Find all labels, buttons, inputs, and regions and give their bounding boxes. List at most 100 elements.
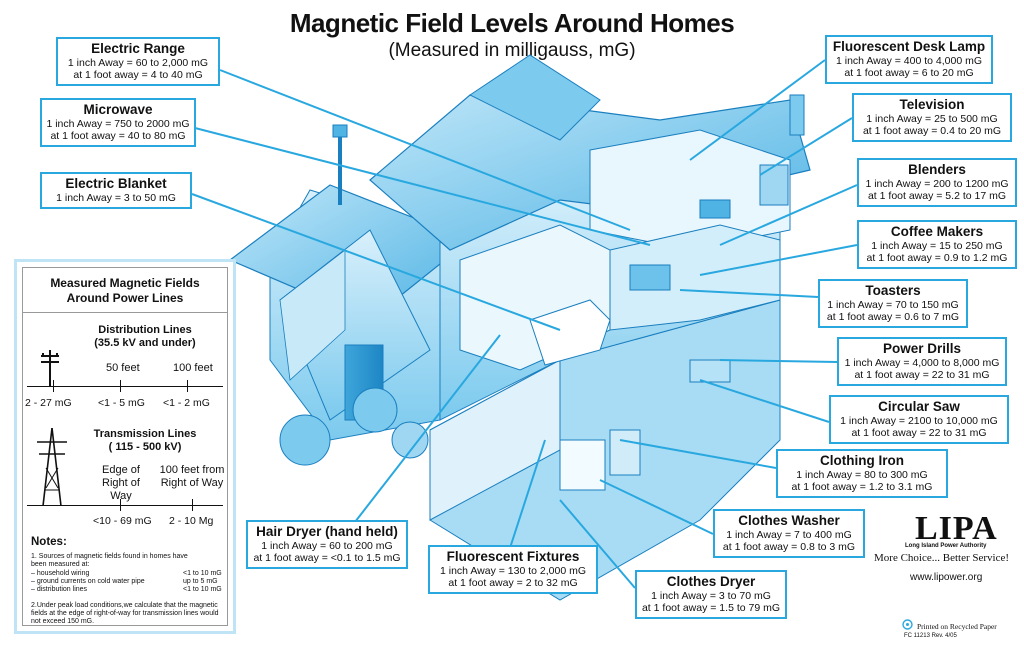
note-item-label: – household wiring <box>31 570 90 577</box>
callout-line: 1 inch Away = 80 to 300 mG <box>796 469 928 481</box>
callout-line: 1 inch Away = 200 to 1200 mG <box>865 178 1009 190</box>
callout-line: at 1 foot away = 0.6 to 7 mG <box>826 311 960 323</box>
note-item-value: up to 5 mG <box>183 578 218 585</box>
callout-title: Clothing Iron <box>820 453 904 468</box>
transmission-header-far-line2: Right of Way <box>160 477 224 489</box>
transmission-axis <box>27 505 223 506</box>
callout-line: 1 inch Away = 25 to 500 mG <box>866 113 998 125</box>
leader-lines <box>191 59 858 589</box>
transmission-header-far: 100 feet from Right of Way <box>157 464 227 490</box>
axis-tick <box>187 380 188 392</box>
recycle-icon <box>902 619 913 630</box>
axis-tick <box>192 499 193 511</box>
note-2: 2.Under peak load conditions,we calculat… <box>31 602 219 625</box>
callout-line: 1 inch Away = 15 to 250 mG <box>871 240 1003 252</box>
callout-line: 1 inch Away = 400 to 4,000 mG <box>835 55 983 67</box>
distribution-value-pole: 2 - 27 mG <box>25 397 72 409</box>
callout-title: Clothes Dryer <box>666 574 756 589</box>
callout-title: Blenders <box>908 162 966 177</box>
callout-line: 1 inch Away = 4,000 to 8,000 mG <box>844 357 1000 369</box>
distribution-value-50: <1 - 5 mG <box>98 397 145 409</box>
distribution-value-100: <1 - 2 mG <box>163 397 210 409</box>
distribution-subtitle: (35.5 kV and under) <box>94 337 196 349</box>
callout-toasters: Toasters 1 inch Away = 70 to 150 mG at 1… <box>818 279 968 328</box>
tagline: More Choice... Better Service! <box>874 552 1010 564</box>
callout-title: Microwave <box>83 102 153 117</box>
callout-line: 1 inch Away = 3 to 50 mG <box>56 192 176 204</box>
recycled-paper-note: Printed on Recycled Paper <box>917 622 997 631</box>
callout-fluorescent-desk-lamp: Fluorescent Desk Lamp 1 inch Away = 400 … <box>825 35 993 84</box>
callout-title: Toasters <box>865 283 921 298</box>
transmission-header-edge-line2: Right of Way <box>102 477 140 502</box>
callout-line: at 1 foot away = 1.2 to 3.1 mG <box>791 481 933 493</box>
axis-tick <box>120 380 121 392</box>
callout-clothes-washer: Clothes Washer 1 inch Away = 7 to 400 mG… <box>713 509 865 558</box>
callout-title: Electric Blanket <box>65 176 167 191</box>
form-code: FC 11213 Rev. 4/05 <box>904 633 957 639</box>
callout-line: 1 inch Away = 3 to 70 mG <box>651 590 771 602</box>
transmission-header-edge: Edge of Right of Way <box>91 464 151 503</box>
callout-microwave: Microwave 1 inch Away = 750 to 2000 mG a… <box>40 98 196 147</box>
page-subtitle: (Measured in milligauss, mG) <box>388 40 636 61</box>
callout-electric-blanket: Electric Blanket 1 inch Away = 3 to 50 m… <box>40 172 192 209</box>
callout-title: Hair Dryer (hand held) <box>256 524 398 539</box>
note-1-item: – distribution lines <1 to 10 mG <box>31 586 227 594</box>
transmission-tower-icon <box>37 428 67 506</box>
callout-line: at 1 foot away = <0.1 to 1.5 mG <box>253 552 401 564</box>
callout-electric-range: Electric Range 1 inch Away = 60 to 2,000… <box>56 37 220 86</box>
panel-divider <box>23 312 227 313</box>
callout-line: 1 inch Away = 60 to 2,000 mG <box>67 57 209 69</box>
power-lines-panel: Measured Magnetic Fields Around Power Li… <box>14 259 236 634</box>
note-1-item: – ground currents on cold water pipe up … <box>31 578 227 586</box>
callout-line: 1 inch Away = 70 to 150 mG <box>827 299 959 311</box>
callout-title: Electric Range <box>91 41 185 56</box>
website-link[interactable]: www.lipower.org <box>910 572 983 583</box>
callout-line: 1 inch Away = 130 to 2,000 mG <box>439 565 587 577</box>
callout-line: at 1 foot away = 0.9 to 1.2 mG <box>866 252 1008 264</box>
panel-title: Around Power Lines <box>66 291 184 305</box>
axis-tick <box>120 499 121 511</box>
callout-title: Circular Saw <box>878 399 960 414</box>
notes-title: Notes: <box>31 536 67 548</box>
callout-title: Television <box>899 97 965 112</box>
callout-coffee-makers: Coffee Makers 1 inch Away = 15 to 250 mG… <box>857 220 1017 269</box>
callout-line: at 1 foot away = 40 to 80 mG <box>50 130 186 142</box>
callout-title: Power Drills <box>882 341 962 356</box>
callout-line: at 1 foot away = 22 to 31 mG <box>851 427 987 439</box>
callout-line: at 1 foot away = 2 to 32 mG <box>448 577 578 589</box>
note-item-label: – ground currents on cold water pipe <box>31 578 145 585</box>
transmission-value-edge: <10 - 69 mG <box>93 515 152 527</box>
transmission-subtitle: ( 115 - 500 kV) <box>108 441 182 453</box>
callout-clothes-dryer: Clothes Dryer 1 inch Away = 3 to 70 mG a… <box>635 570 787 619</box>
panel-title: Measured Magnetic Fields <box>50 276 200 290</box>
distribution-header-100: 100 feet <box>173 362 213 374</box>
note-1-item: – household wiring <1 to 10 mG <box>31 570 227 578</box>
callout-line: 1 inch Away = 7 to 400 mG <box>726 529 852 541</box>
transmission-header-far-line1: 100 feet from <box>159 464 225 476</box>
callout-title: Fluorescent Desk Lamp <box>832 39 986 54</box>
utility-pole-icon <box>41 350 59 386</box>
callout-television: Television 1 inch Away = 25 to 500 mG at… <box>852 93 1012 142</box>
distribution-title: Distribution Lines <box>98 324 192 336</box>
axis-tick <box>53 380 54 392</box>
transmission-value-far: 2 - 10 Mg <box>169 515 214 527</box>
callout-line: at 1 foot away = 6 to 20 mG <box>844 67 974 79</box>
callout-blenders: Blenders 1 inch Away = 200 to 1200 mG at… <box>857 158 1017 207</box>
callout-circular-saw: Circular Saw 1 inch Away = 2100 to 10,00… <box>829 395 1009 444</box>
callout-line: 1 inch Away = 2100 to 10,000 mG <box>840 415 998 427</box>
note-item-value: <1 to 10 mG <box>183 570 222 577</box>
callout-line: at 1 foot away = 5.2 to 17 mG <box>867 190 1007 202</box>
distribution-axis <box>27 386 223 387</box>
callout-fluorescent-fixtures: Fluorescent Fixtures 1 inch Away = 130 t… <box>428 545 598 594</box>
callout-line: at 1 foot away = 1.5 to 79 mG <box>641 602 781 614</box>
note-1: 1. Sources of magnetic fields found in h… <box>31 553 188 568</box>
callout-line: at 1 foot away = 0.4 to 20 mG <box>862 125 1002 137</box>
callout-hair-dryer: Hair Dryer (hand held) 1 inch Away = 60 … <box>246 520 408 569</box>
lipa-logo-subtitle: Long Island Power Authority <box>905 543 987 549</box>
note-item-value: <1 to 10 mG <box>183 586 222 593</box>
callout-title: Clothes Washer <box>738 513 840 528</box>
callout-line: 1 inch Away = 60 to 200 mG <box>261 540 393 552</box>
distribution-header-50: 50 feet <box>106 362 140 374</box>
transmission-header-edge-line1: Edge of <box>102 464 140 476</box>
